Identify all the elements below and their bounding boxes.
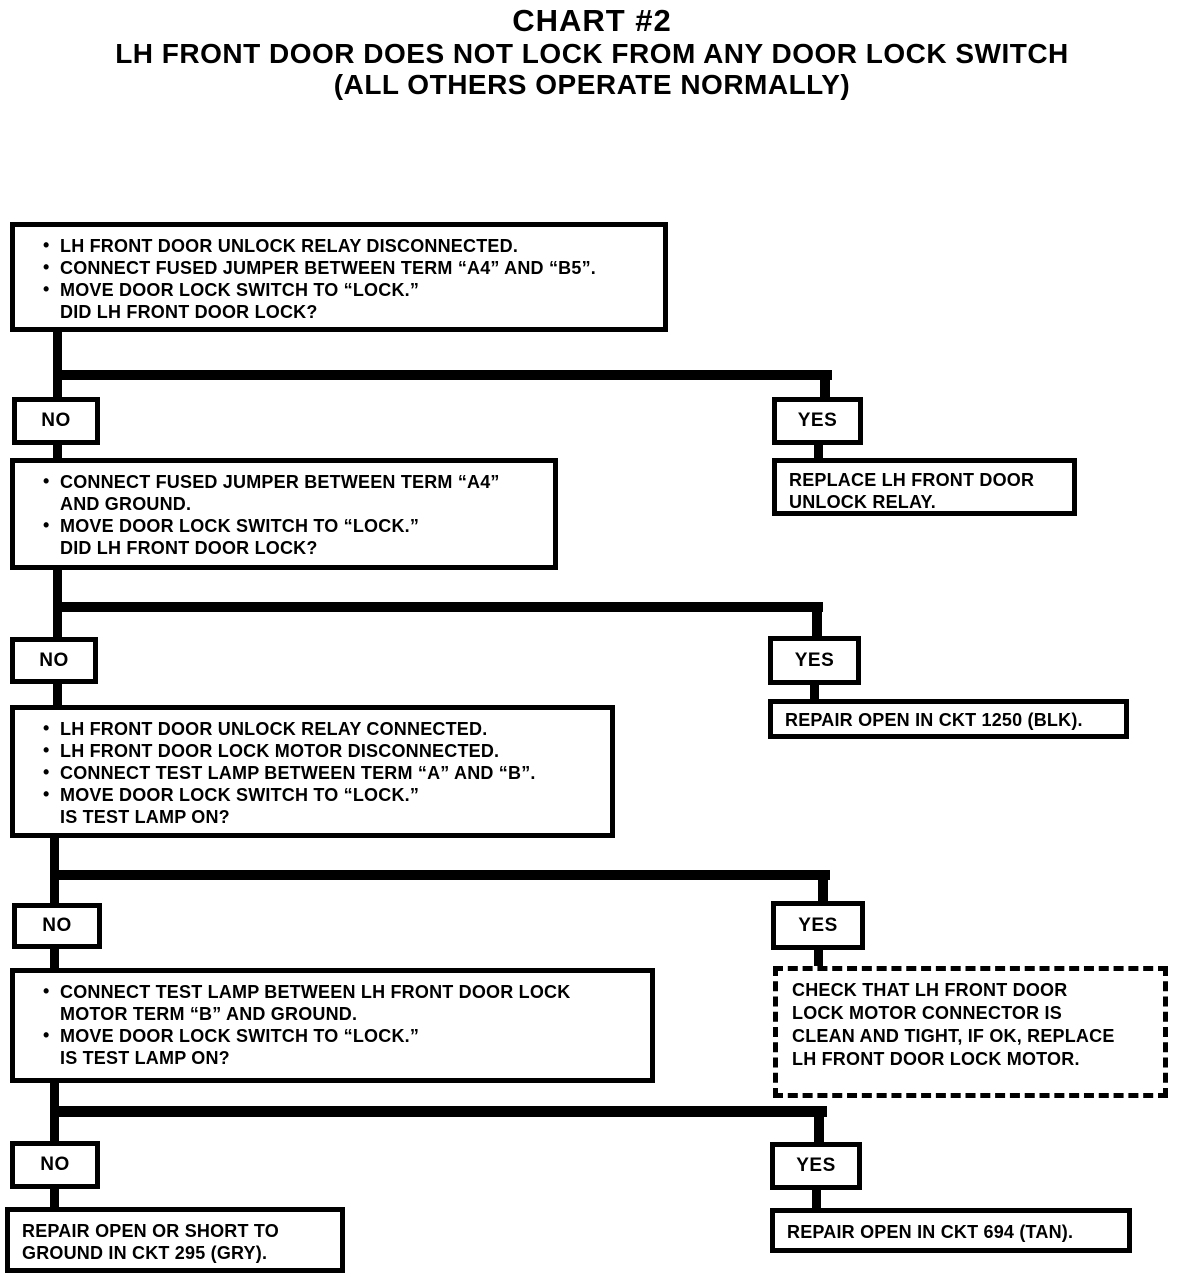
connector-no4-down: [50, 1186, 59, 1210]
step-line: • MOVE DOOR LOCK SWITCH TO “LOCK.”: [43, 1025, 638, 1047]
result-text: CHECK THAT LH FRONT DOOR LOCK MOTOR CONN…: [792, 980, 1115, 1069]
yes-label: YES: [797, 410, 838, 431]
yes-label: YES: [798, 914, 838, 936]
bullet-marker: •: [43, 784, 50, 804]
step-line-text: LH FRONT DOOR UNLOCK RELAY CONNECTED.: [60, 719, 488, 739]
bullet-marker: •: [43, 257, 50, 277]
step-line: • MOVE DOOR LOCK SWITCH TO “LOCK.”: [43, 279, 651, 301]
bullet-marker: •: [43, 981, 50, 1001]
step-line-text: MOVE DOOR LOCK SWITCH TO “LOCK.”: [60, 1026, 420, 1046]
result-box-repair-ckt-295: REPAIR OPEN OR SHORT TO GROUND IN CKT 29…: [5, 1207, 345, 1273]
yes-label: YES: [794, 649, 835, 671]
step-question-text: IS TEST LAMP ON?: [60, 807, 230, 827]
no-label: NO: [42, 915, 72, 936]
connector-yes4-down: [812, 1187, 821, 1210]
bullet-marker: •: [43, 762, 50, 782]
step-question: IS TEST LAMP ON?: [43, 806, 598, 828]
no-box-3: NO: [12, 903, 102, 949]
no-label: NO: [41, 410, 71, 431]
bullet-marker: •: [43, 471, 50, 491]
chart-number: CHART #2: [512, 3, 672, 38]
result-text: REPAIR OPEN IN CKT 694 (TAN).: [787, 1222, 1074, 1242]
connector-no1-down: [53, 442, 62, 462]
chart-title-block: CHART #2 LH FRONT DOOR DOES NOT LOCK FRO…: [0, 3, 1184, 101]
step-line: • CONNECT TEST LAMP BETWEEN LH FRONT DOO…: [43, 981, 638, 1025]
step-box-1: • LH FRONT DOOR UNLOCK RELAY DISCONNECTE…: [10, 222, 668, 332]
connector-level1-horizontal: [53, 370, 832, 380]
step-line: • LH FRONT DOOR LOCK MOTOR DISCONNECTED.: [43, 740, 598, 762]
yes-box-4: YES: [770, 1142, 862, 1190]
step-question: DID LH FRONT DOOR LOCK?: [43, 301, 651, 323]
step-line: • CONNECT FUSED JUMPER BETWEEN TERM “A4”…: [43, 257, 651, 279]
step-line-text: CONNECT FUSED JUMPER BETWEEN TERM “A4” A…: [60, 472, 500, 514]
step-line: • LH FRONT DOOR UNLOCK RELAY DISCONNECTE…: [43, 235, 651, 257]
step-box-2: • CONNECT FUSED JUMPER BETWEEN TERM “A4”…: [10, 458, 558, 570]
result-text: REPLACE LH FRONT DOOR UNLOCK RELAY.: [789, 470, 1035, 512]
step-line-text: LH FRONT DOOR LOCK MOTOR DISCONNECTED.: [60, 741, 500, 761]
connector-level2-yes-drop: [812, 602, 822, 640]
no-box-1: NO: [12, 397, 100, 445]
connector-step1-down: [53, 330, 62, 400]
step-line-text: CONNECT TEST LAMP BETWEEN TERM “A” AND “…: [60, 763, 536, 783]
no-label: NO: [40, 1154, 70, 1175]
connector-yes1-down: [814, 442, 823, 462]
connector-yes2-down: [810, 681, 819, 703]
chart-subtitle-2: (ALL OTHERS OPERATE NORMALLY): [333, 69, 851, 100]
step-line-text: MOVE DOOR LOCK SWITCH TO “LOCK.”: [60, 280, 420, 300]
step-line-text: MOVE DOOR LOCK SWITCH TO “LOCK.”: [60, 516, 420, 536]
connector-level4-yes-drop: [814, 1106, 824, 1144]
no-box-2: NO: [10, 637, 98, 684]
result-box-repair-ckt-694: REPAIR OPEN IN CKT 694 (TAN).: [770, 1208, 1132, 1253]
step-question: DID LH FRONT DOOR LOCK?: [43, 537, 541, 559]
step-question-text: DID LH FRONT DOOR LOCK?: [60, 302, 318, 322]
result-box-repair-ckt-1250: REPAIR OPEN IN CKT 1250 (BLK).: [768, 699, 1129, 739]
result-box-check-lock-motor-connector: CHECK THAT LH FRONT DOOR LOCK MOTOR CONN…: [773, 966, 1168, 1098]
step-line-text: CONNECT TEST LAMP BETWEEN LH FRONT DOOR …: [60, 982, 571, 1024]
step-line-text: LH FRONT DOOR UNLOCK RELAY DISCONNECTED.: [60, 236, 519, 256]
step-question: IS TEST LAMP ON?: [43, 1047, 638, 1069]
bullet-marker: •: [43, 740, 50, 760]
result-box-replace-unlock-relay: REPLACE LH FRONT DOOR UNLOCK RELAY.: [772, 458, 1077, 516]
step-box-3: • LH FRONT DOOR UNLOCK RELAY CONNECTED. …: [10, 705, 615, 838]
step-line: • CONNECT TEST LAMP BETWEEN TERM “A” AND…: [43, 762, 598, 784]
connector-level3-horizontal: [50, 870, 830, 880]
bullet-marker: •: [43, 718, 50, 738]
step-question-text: DID LH FRONT DOOR LOCK?: [60, 538, 318, 558]
connector-level2-horizontal: [53, 602, 823, 612]
result-text: REPAIR OPEN IN CKT 1250 (BLK).: [785, 710, 1083, 730]
yes-box-1: YES: [772, 397, 863, 445]
step-line: • CONNECT FUSED JUMPER BETWEEN TERM “A4”…: [43, 471, 541, 515]
step-question-text: IS TEST LAMP ON?: [60, 1048, 230, 1068]
step-box-4: • CONNECT TEST LAMP BETWEEN LH FRONT DOO…: [10, 968, 655, 1083]
connector-level3-yes-drop: [818, 870, 828, 904]
connector-level4-horizontal: [50, 1106, 827, 1117]
connector-yes3-down: [814, 947, 823, 969]
step-line: • MOVE DOOR LOCK SWITCH TO “LOCK.”: [43, 515, 541, 537]
step-line: • LH FRONT DOOR UNLOCK RELAY CONNECTED.: [43, 718, 598, 740]
bullet-marker: •: [43, 235, 50, 255]
connector-no2-down: [53, 681, 62, 708]
bullet-marker: •: [43, 279, 50, 299]
step-line-text: MOVE DOOR LOCK SWITCH TO “LOCK.”: [60, 785, 420, 805]
yes-box-2: YES: [768, 636, 861, 685]
connector-level1-yes-drop: [820, 370, 830, 400]
step-line: • MOVE DOOR LOCK SWITCH TO “LOCK.”: [43, 784, 598, 806]
yes-label: YES: [796, 1155, 836, 1176]
result-text: REPAIR OPEN OR SHORT TO GROUND IN CKT 29…: [22, 1221, 279, 1263]
connector-no3-down: [50, 946, 59, 971]
bullet-marker: •: [43, 1025, 50, 1045]
step-line-text: CONNECT FUSED JUMPER BETWEEN TERM “A4” A…: [60, 258, 596, 278]
no-box-4: NO: [10, 1141, 100, 1189]
no-label: NO: [39, 649, 69, 671]
bullet-marker: •: [43, 515, 50, 535]
chart-subtitle: LH FRONT DOOR DOES NOT LOCK FROM ANY DOO…: [115, 38, 1069, 69]
yes-box-3: YES: [771, 901, 865, 950]
